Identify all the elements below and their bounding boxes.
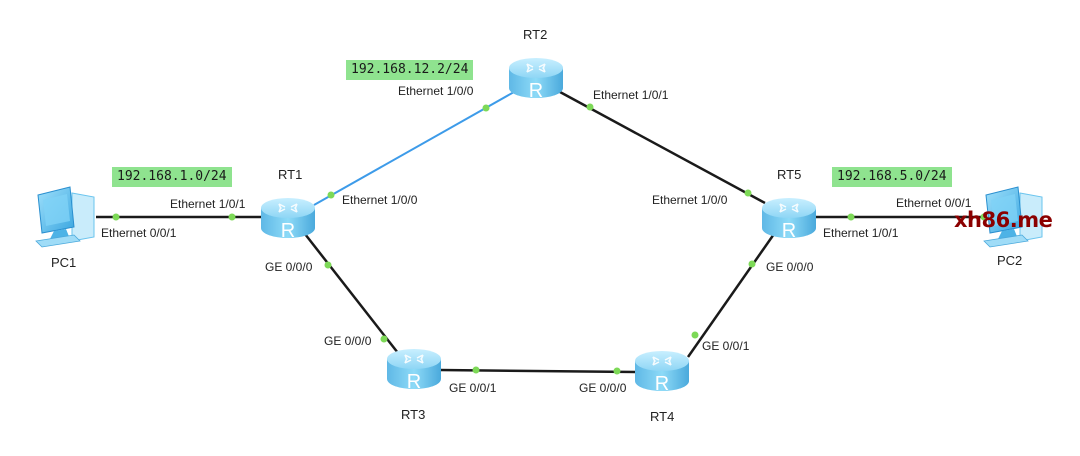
router-arrows-icon — [526, 63, 546, 73]
link-rt4-rt5[interactable] — [686, 233, 776, 358]
router-label-rt5: RT5 — [777, 167, 802, 182]
port-dot-rt1 — [327, 191, 335, 199]
port-label-rt1-eth100: Ethernet 1/0/0 — [342, 193, 418, 207]
router-rt2[interactable]: R — [509, 58, 563, 102]
router-rt4[interactable]: R — [635, 351, 689, 395]
pc-keyboard-icon — [983, 234, 1029, 248]
router-arrows-icon — [652, 356, 672, 366]
router-label-rt1: RT1 — [278, 167, 303, 182]
port-label-rt4-ge000: GE 0/0/0 — [579, 381, 627, 395]
port-label-rt5-eth100: Ethernet 1/0/0 — [652, 193, 728, 207]
port-label-pc2-eth001: Ethernet 0/0/1 — [896, 196, 972, 210]
port-dot-rt1 — [228, 213, 236, 221]
port-dot-rt5 — [748, 260, 756, 268]
router-arrows-icon — [779, 203, 799, 213]
pc-label-pc2: PC2 — [997, 253, 1023, 268]
port-dot-rt2 — [482, 104, 490, 112]
port-label-rt5-eth101: Ethernet 1/0/1 — [823, 226, 899, 240]
pc-pc1[interactable] — [35, 186, 95, 248]
link-rt2-rt5[interactable] — [559, 90, 766, 205]
port-label-rt4-ge001: GE 0/0/1 — [702, 339, 750, 353]
router-rt3[interactable]: R — [387, 349, 441, 393]
network-label-pc2: 192.168.5.0/24 — [832, 167, 952, 187]
router-label-rt2: RT2 — [523, 27, 548, 42]
port-dot-rt5 — [847, 213, 855, 221]
router-arrows-icon — [278, 203, 298, 213]
link-rt1-rt2[interactable] — [313, 91, 515, 206]
port-label-rt3-ge001: GE 0/0/1 — [449, 381, 497, 395]
port-dot-rt3 — [380, 335, 388, 343]
network-label-pc1: 192.168.1.0/24 — [112, 167, 232, 187]
port-label-pc1-eth001: Ethernet 0/0/1 — [101, 226, 177, 240]
pc-keyboard-icon — [35, 234, 81, 248]
port-dot-pc2 — [980, 213, 988, 221]
port-label-rt5-ge000: GE 0/0/0 — [766, 260, 814, 274]
pc-tower-icon — [71, 192, 95, 242]
router-label-rt4: RT4 — [650, 409, 675, 424]
router-arrows-icon — [404, 354, 424, 364]
router-label-rt3: RT3 — [401, 407, 426, 422]
port-dot-rt2 — [586, 103, 594, 111]
link-rt1-rt3[interactable] — [304, 233, 399, 354]
pc-pc2[interactable] — [983, 186, 1043, 248]
router-r-glyph: R — [782, 220, 796, 242]
port-label-rt2-eth100: Ethernet 1/0/0 — [398, 84, 474, 98]
port-label-rt2-eth101: Ethernet 1/0/1 — [593, 88, 669, 102]
port-label-rt3-ge000: GE 0/0/0 — [324, 334, 372, 348]
router-r-glyph: R — [281, 220, 295, 242]
network-label-rt2: 192.168.12.2/24 — [346, 60, 474, 80]
port-dot-rt1 — [324, 261, 332, 269]
watermark: xh86.me — [954, 208, 1053, 232]
port-dot-rt4 — [613, 367, 621, 375]
pc-label-pc1: PC1 — [51, 255, 77, 270]
router-rt5[interactable]: R — [762, 198, 816, 242]
port-dot-rt3 — [472, 366, 480, 374]
port-dot-rt5 — [744, 189, 752, 197]
link-rt3-rt4[interactable] — [439, 368, 637, 374]
port-label-rt1-eth101: Ethernet 1/0/1 — [170, 197, 246, 211]
router-r-glyph: R — [655, 373, 669, 395]
port-dot-rt4 — [691, 331, 699, 339]
router-rt1[interactable]: R — [261, 198, 315, 242]
port-label-rt1-ge000: GE 0/0/0 — [265, 260, 313, 274]
router-r-glyph: R — [529, 80, 543, 102]
port-dot-pc1 — [112, 213, 120, 221]
router-r-glyph: R — [407, 371, 421, 393]
